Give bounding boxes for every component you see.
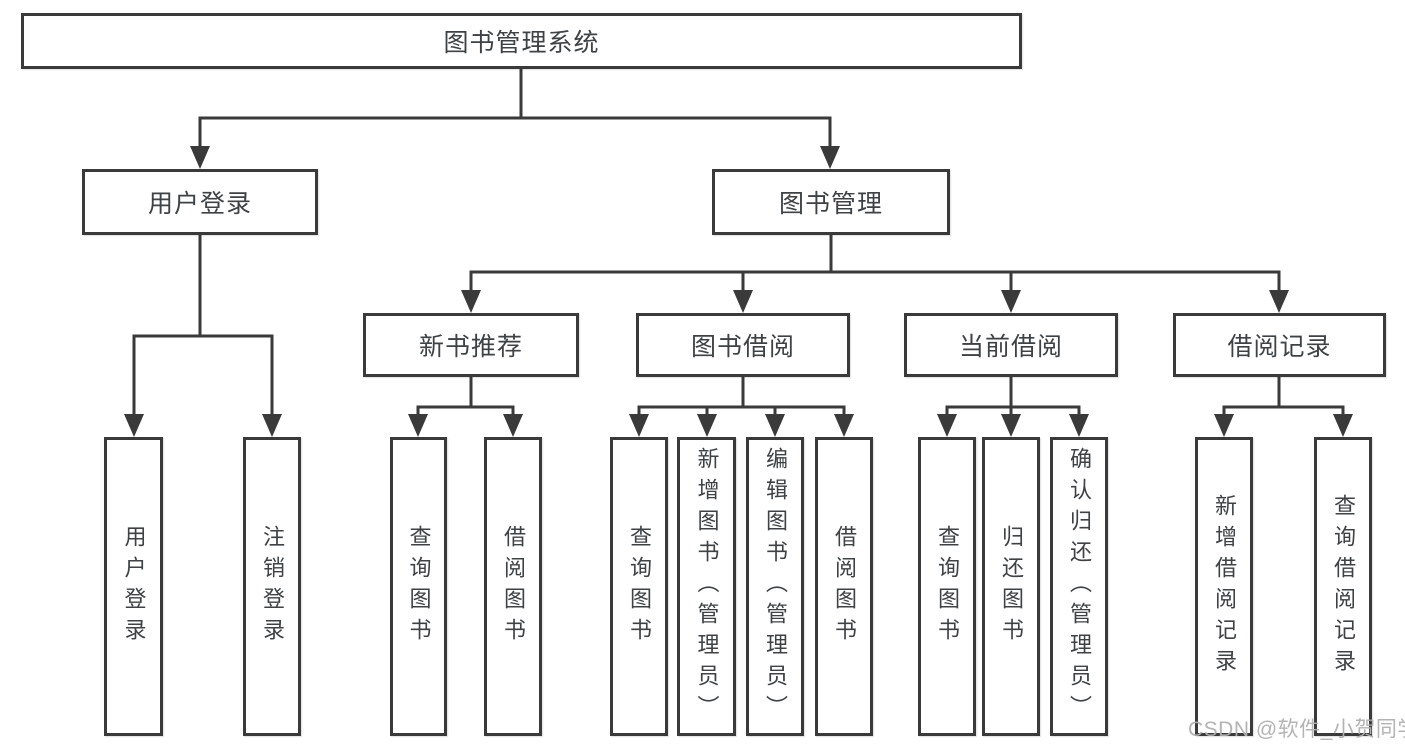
connector-userlogin-to-leaves	[132, 233, 274, 418]
arrow-down-icon	[733, 290, 753, 313]
watermark-text: CSDN @软件_小贺同学	[1188, 718, 1405, 741]
arrow-down-icon	[937, 414, 957, 437]
arrow-down-icon	[408, 414, 428, 437]
connector-currentborrow-to-leaves	[945, 375, 1081, 418]
leaf-label: 编辑图书（管理员）	[763, 447, 788, 726]
node-new-book-recommend: 新书推荐	[363, 313, 579, 377]
node-label: 图书借阅	[690, 333, 795, 361]
node-root: 图书管理系统	[21, 13, 1022, 69]
leaf-query-books-current: 查询图书	[918, 437, 976, 736]
arrow-down-icon	[1333, 414, 1353, 437]
connector-bookborrow-to-leaves	[637, 375, 846, 418]
leaf-label: 确认归还（管理员）	[1067, 447, 1092, 726]
arrow-down-icon	[765, 414, 785, 437]
arrow-down-icon	[1001, 290, 1021, 313]
arrow-down-icon	[262, 414, 282, 437]
arrow-down-icon	[629, 414, 649, 437]
node-user-login: 用户登录	[82, 169, 318, 235]
arrow-down-icon	[834, 414, 854, 437]
connector-bookmgmt-to-level3	[469, 233, 1281, 294]
node-book-management: 图书管理	[712, 169, 950, 235]
leaf-query-books-recommend: 查询图书	[390, 437, 447, 736]
node-label: 新书推荐	[418, 333, 523, 361]
leaf-add-borrow-record: 新增借阅记录	[1195, 437, 1253, 736]
leaf-label: 借阅图书	[501, 524, 526, 649]
leaf-add-books-admin: 新增图书（管理员）	[677, 437, 736, 736]
node-current-borrow: 当前借阅	[904, 313, 1118, 377]
leaf-label: 查询图书	[406, 524, 432, 649]
leaf-label: 借阅图书	[832, 524, 857, 649]
leaf-query-borrow-record: 查询借阅记录	[1314, 437, 1372, 736]
leaf-label: 新增图书（管理员）	[694, 447, 720, 726]
leaf-query-books-borrow: 查询图书	[610, 437, 668, 736]
node-label: 用户登录	[147, 190, 252, 218]
leaf-label: 查询图书	[627, 524, 652, 649]
leaf-edit-books-admin: 编辑图书（管理员）	[746, 437, 804, 736]
node-label: 借阅记录	[1227, 333, 1332, 361]
leaf-borrow-books-recommend: 借阅图书	[484, 437, 542, 736]
node-book-borrow: 图书借阅	[636, 313, 850, 377]
arrow-down-icon	[190, 146, 210, 169]
arrow-down-icon	[503, 414, 523, 437]
arrow-down-icon	[1269, 290, 1289, 313]
node-borrow-records: 借阅记录	[1173, 313, 1386, 377]
leaf-borrow-books: 借阅图书	[815, 437, 873, 736]
arrow-down-icon	[124, 414, 144, 437]
arrow-down-icon	[1001, 414, 1021, 437]
leaf-logout: 注销登录	[243, 437, 301, 736]
leaf-label: 查询借阅记录	[1331, 493, 1356, 680]
connector-borrowrecords-to-leaves	[1222, 375, 1345, 418]
leaf-confirm-return-admin: 确认归还（管理员）	[1050, 437, 1108, 736]
node-label: 图书管理系统	[443, 29, 600, 57]
connector-newbook-to-leaves	[416, 375, 515, 418]
leaf-label: 注销登录	[260, 524, 285, 649]
connector-root-to-level2	[198, 67, 832, 150]
arrow-down-icon	[697, 414, 717, 437]
leaf-label: 用户登录	[121, 524, 147, 649]
arrow-down-icon	[820, 146, 840, 169]
node-label: 图书管理	[778, 190, 883, 218]
leaf-label: 新增借阅记录	[1212, 493, 1237, 680]
leaf-user-login: 用户登录	[104, 437, 163, 736]
leaf-label: 归还图书	[999, 524, 1024, 649]
arrow-down-icon	[1214, 414, 1234, 437]
arrow-down-icon	[461, 290, 481, 313]
leaf-return-books: 归还图书	[982, 437, 1040, 736]
node-label: 当前借阅	[958, 333, 1063, 361]
arrow-down-icon	[1069, 414, 1089, 437]
leaf-label: 查询图书	[935, 524, 960, 649]
